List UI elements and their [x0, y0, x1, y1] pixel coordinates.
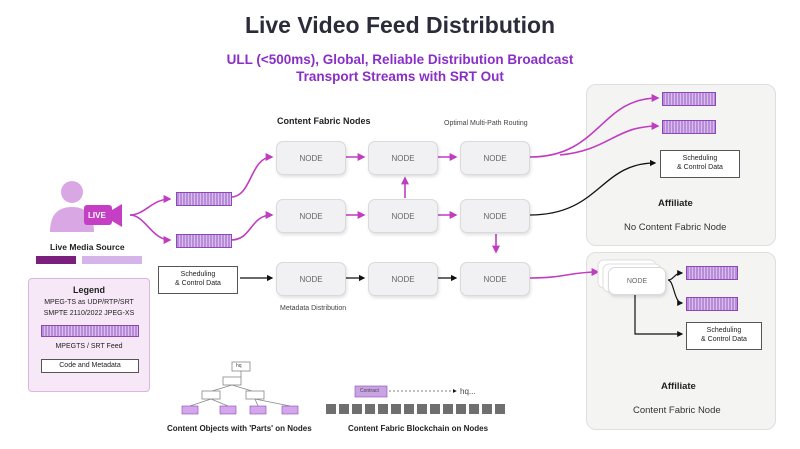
node-r3-c2: NODE — [368, 262, 438, 296]
arrow-source-lower — [129, 214, 172, 244]
live-badge: LIVE — [88, 211, 106, 220]
source-bar-dark — [36, 256, 76, 264]
metadata-distribution-label: Metadata Distribution — [280, 305, 347, 312]
contract-label: Contract — [360, 388, 379, 394]
content-objects-tree — [189, 361, 291, 407]
content-object-parts — [181, 405, 299, 415]
scheduling-line1: Scheduling — [180, 271, 216, 279]
legend-code-meta-label: Code and Metadata — [59, 361, 121, 369]
node-r1-c2: NODE — [368, 141, 438, 175]
affiliate-bottom-scheduling-box: Scheduling & Control Data — [686, 322, 762, 350]
arrow-aff-b-1 — [667, 270, 684, 281]
legend-feed-label: MPEGTS / SRT Feed — [55, 343, 123, 350]
affiliate-top-stream-2 — [662, 120, 716, 134]
node-r3-c3: NODE — [460, 262, 530, 296]
legend-panel: Legend MPEG-TS as UDP/RTP/SRT SMPTE 2110… — [28, 278, 150, 392]
legend-line-1: MPEG-TS as UDP/RTP/SRT — [44, 299, 134, 306]
node-r2-c1: NODE — [276, 199, 346, 233]
source-bar-light — [82, 256, 142, 264]
page-title: Live Video Feed Distribution — [244, 12, 556, 38]
affiliate-bottom-sched-line2: & Control Data — [701, 336, 747, 343]
arrow-source-upper — [129, 195, 172, 216]
legend-title: Legend — [72, 285, 105, 295]
legend-line-2: SMPTE 2110/2022 JPEG-XS — [43, 310, 135, 317]
arrow-to-affiliate-sched — [529, 159, 657, 216]
affiliate-bottom-stream-2 — [686, 297, 738, 311]
subtitle-line-2: Transport Streams with SRT Out — [296, 69, 504, 84]
content-fabric-nodes-label: Content Fabric Nodes — [277, 116, 371, 126]
affiliate-top-sched-line1: Scheduling — [682, 155, 718, 163]
video-camera-icon — [84, 204, 122, 227]
arrow-to-affiliate-node — [529, 268, 600, 279]
node-r3-c1: NODE — [276, 262, 346, 296]
legend-code-meta-box: Code and Metadata — [41, 359, 139, 373]
arrow-stripe-to-node-r2 — [230, 211, 274, 241]
blockchain-label: Content Fabric Blockchain on Nodes — [348, 424, 489, 433]
arrow-aff-b-2 — [667, 279, 684, 306]
arrow-to-affiliate-stripe-1 — [529, 94, 660, 158]
node-r2-c2: NODE — [368, 199, 438, 233]
content-objects-label: Content Objects with 'Parts' on Nodes — [167, 424, 312, 433]
affiliate-bottom-stream-1 — [686, 266, 738, 280]
legend-feed-swatch — [41, 325, 139, 337]
affiliate-top-subtitle: No Content Fabric Node — [624, 222, 727, 233]
hq-small-label: hq — [236, 363, 242, 369]
arrow-stripe-to-node-r1 — [230, 153, 274, 198]
scheduling-box-source: Scheduling & Control Data — [158, 266, 238, 294]
blockchain-blocks — [326, 404, 505, 414]
optimal-routing-label: Optimal Multi-Path Routing — [444, 120, 528, 127]
person-icon — [50, 181, 94, 232]
affiliate-top-stream-1 — [662, 92, 716, 106]
subtitle-line-1: ULL (<500ms), Global, Reliable Distribut… — [226, 52, 574, 67]
affiliate-bottom-sched-line1: Scheduling — [706, 327, 742, 335]
hq-arrow-label: hq... — [460, 387, 476, 396]
affiliate-bottom-subtitle: Content Fabric Node — [633, 405, 721, 416]
source-stream-upper — [176, 192, 232, 206]
arrow-aff-b-3 — [634, 292, 684, 337]
scheduling-line2: & Control Data — [175, 280, 221, 287]
arrow-to-affiliate-stripe-2 — [559, 122, 660, 156]
affiliate-top-sched-line2: & Control Data — [677, 164, 723, 171]
node-r1-c1: NODE — [276, 141, 346, 175]
node-r1-c3: NODE — [460, 141, 530, 175]
affiliate-top-title: Affiliate — [658, 198, 693, 209]
affiliate-bottom-node: NODE — [608, 267, 666, 295]
source-stream-lower — [176, 234, 232, 248]
node-r2-c3: NODE — [460, 199, 530, 233]
affiliate-bottom-title: Affiliate — [661, 381, 696, 392]
contract-block — [354, 385, 388, 398]
affiliate-top-scheduling-box: Scheduling & Control Data — [660, 150, 740, 178]
live-media-source-label: Live Media Source — [50, 242, 125, 252]
